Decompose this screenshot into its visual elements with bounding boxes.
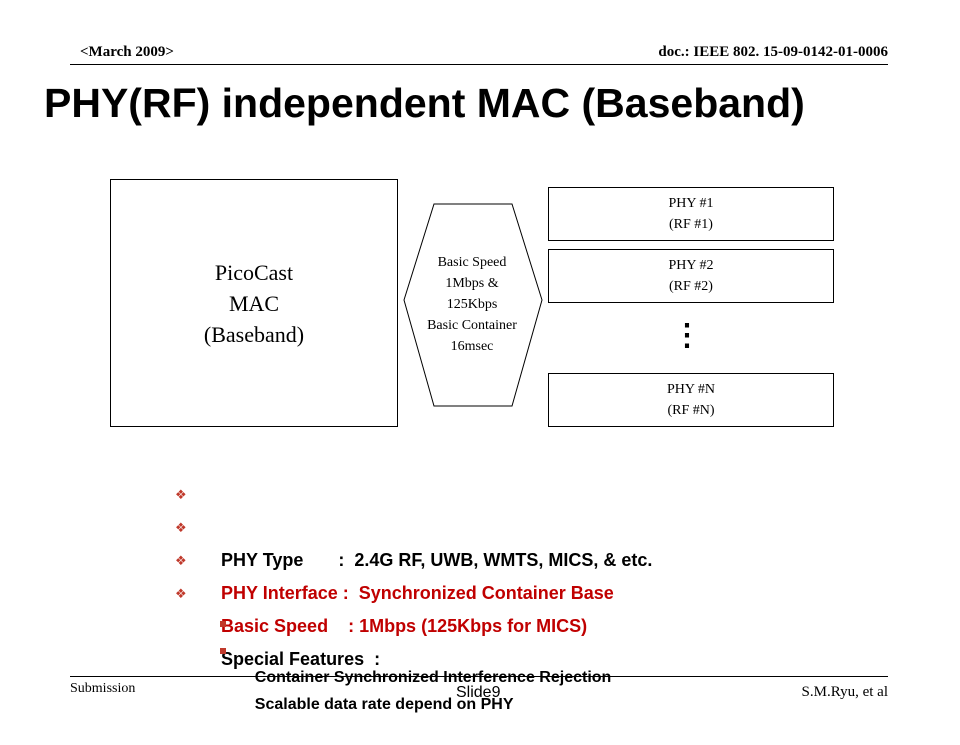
footer-author: S.M.Ryu, et al	[801, 684, 888, 700]
channel-label: Basic Speed 1Mbps & 125Kbps Basic Contai…	[402, 252, 542, 357]
mac-label-line3: (Baseband)	[203, 321, 305, 347]
bullet-text: PHY Type : 2.4G RF, UWB, WMTS, MICS, & e…	[221, 550, 653, 570]
phy-2-rf: (RF #2)	[669, 279, 713, 294]
sub-bullet-interference: Container Synchronized Interference Reje…	[175, 610, 652, 686]
header-doc-id: doc.: IEEE 802. 15-09-0142-01-0006	[658, 44, 888, 60]
bullet-list: ❖ PHY Type : 2.4G RF, UWB, WMTS, MICS, &…	[175, 478, 652, 713]
diamond-bullet-icon: ❖	[175, 487, 187, 502]
channel-line1: Basic Speed	[437, 255, 507, 270]
header-date: <March 2009>	[80, 44, 174, 60]
bullet-text: PHY Interface : Synchronized Container B…	[221, 583, 614, 603]
square-bullet-icon	[220, 621, 226, 627]
channel-line4: Basic Container	[427, 318, 517, 333]
footer-rule	[70, 676, 888, 677]
bullet-phy-type: ❖ PHY Type : 2.4G RF, UWB, WMTS, MICS, &…	[175, 478, 652, 570]
mac-label-line2: MAC	[228, 290, 280, 316]
sub-bullet-text: Scalable data rate depend on PHY	[254, 696, 514, 713]
phy-box-n: PHY #N (RF #N)	[548, 373, 834, 427]
sub-bullet-text: Container Synchronized Interference Reje…	[254, 669, 612, 686]
footer-slide-number: Slide9	[456, 684, 501, 701]
bullet-special-features: ❖ Special Features :	[175, 577, 652, 669]
phy-n-name: PHY #N	[666, 382, 716, 397]
diamond-bullet-icon: ❖	[175, 520, 187, 535]
square-bullet-icon	[220, 648, 226, 654]
phy-ellipsis: ⋮	[672, 319, 702, 352]
channel-line5: 16msec	[450, 339, 494, 354]
diamond-bullet-icon: ❖	[175, 553, 187, 568]
header-rule	[70, 64, 888, 65]
diamond-bullet-icon: ❖	[175, 586, 187, 601]
bullet-text: Special Features :	[221, 649, 381, 669]
footer-submission: Submission	[70, 681, 136, 696]
channel-line2: 1Mbps &	[445, 276, 499, 291]
slide-title: PHY(RF) independent MAC (Baseband)	[44, 80, 805, 126]
phy-n-rf: (RF #N)	[667, 403, 715, 418]
phy-2-name: PHY #2	[668, 258, 714, 273]
phy-1-rf: (RF #1)	[669, 217, 713, 232]
bullet-phy-interface: ❖ PHY Interface : Synchronized Container…	[175, 511, 652, 603]
mac-box: PicoCast MAC (Baseband)	[110, 179, 398, 427]
phy-box-1: PHY #1 (RF #1)	[548, 187, 834, 241]
phy-1-name: PHY #1	[668, 196, 714, 211]
sub-bullet-scalable: Scalable data rate depend on PHY	[175, 637, 652, 713]
bullet-basic-speed: ❖ Basic Speed : 1Mbps (125Kbps for MICS)	[175, 544, 652, 636]
channel-double-arrow	[403, 203, 543, 407]
mac-label-line1: PicoCast	[214, 259, 294, 285]
phy-box-2: PHY #2 (RF #2)	[548, 249, 834, 303]
channel-line3: 125Kbps	[446, 297, 498, 312]
bullet-text: Basic Speed : 1Mbps (125Kbps for MICS)	[221, 616, 588, 636]
